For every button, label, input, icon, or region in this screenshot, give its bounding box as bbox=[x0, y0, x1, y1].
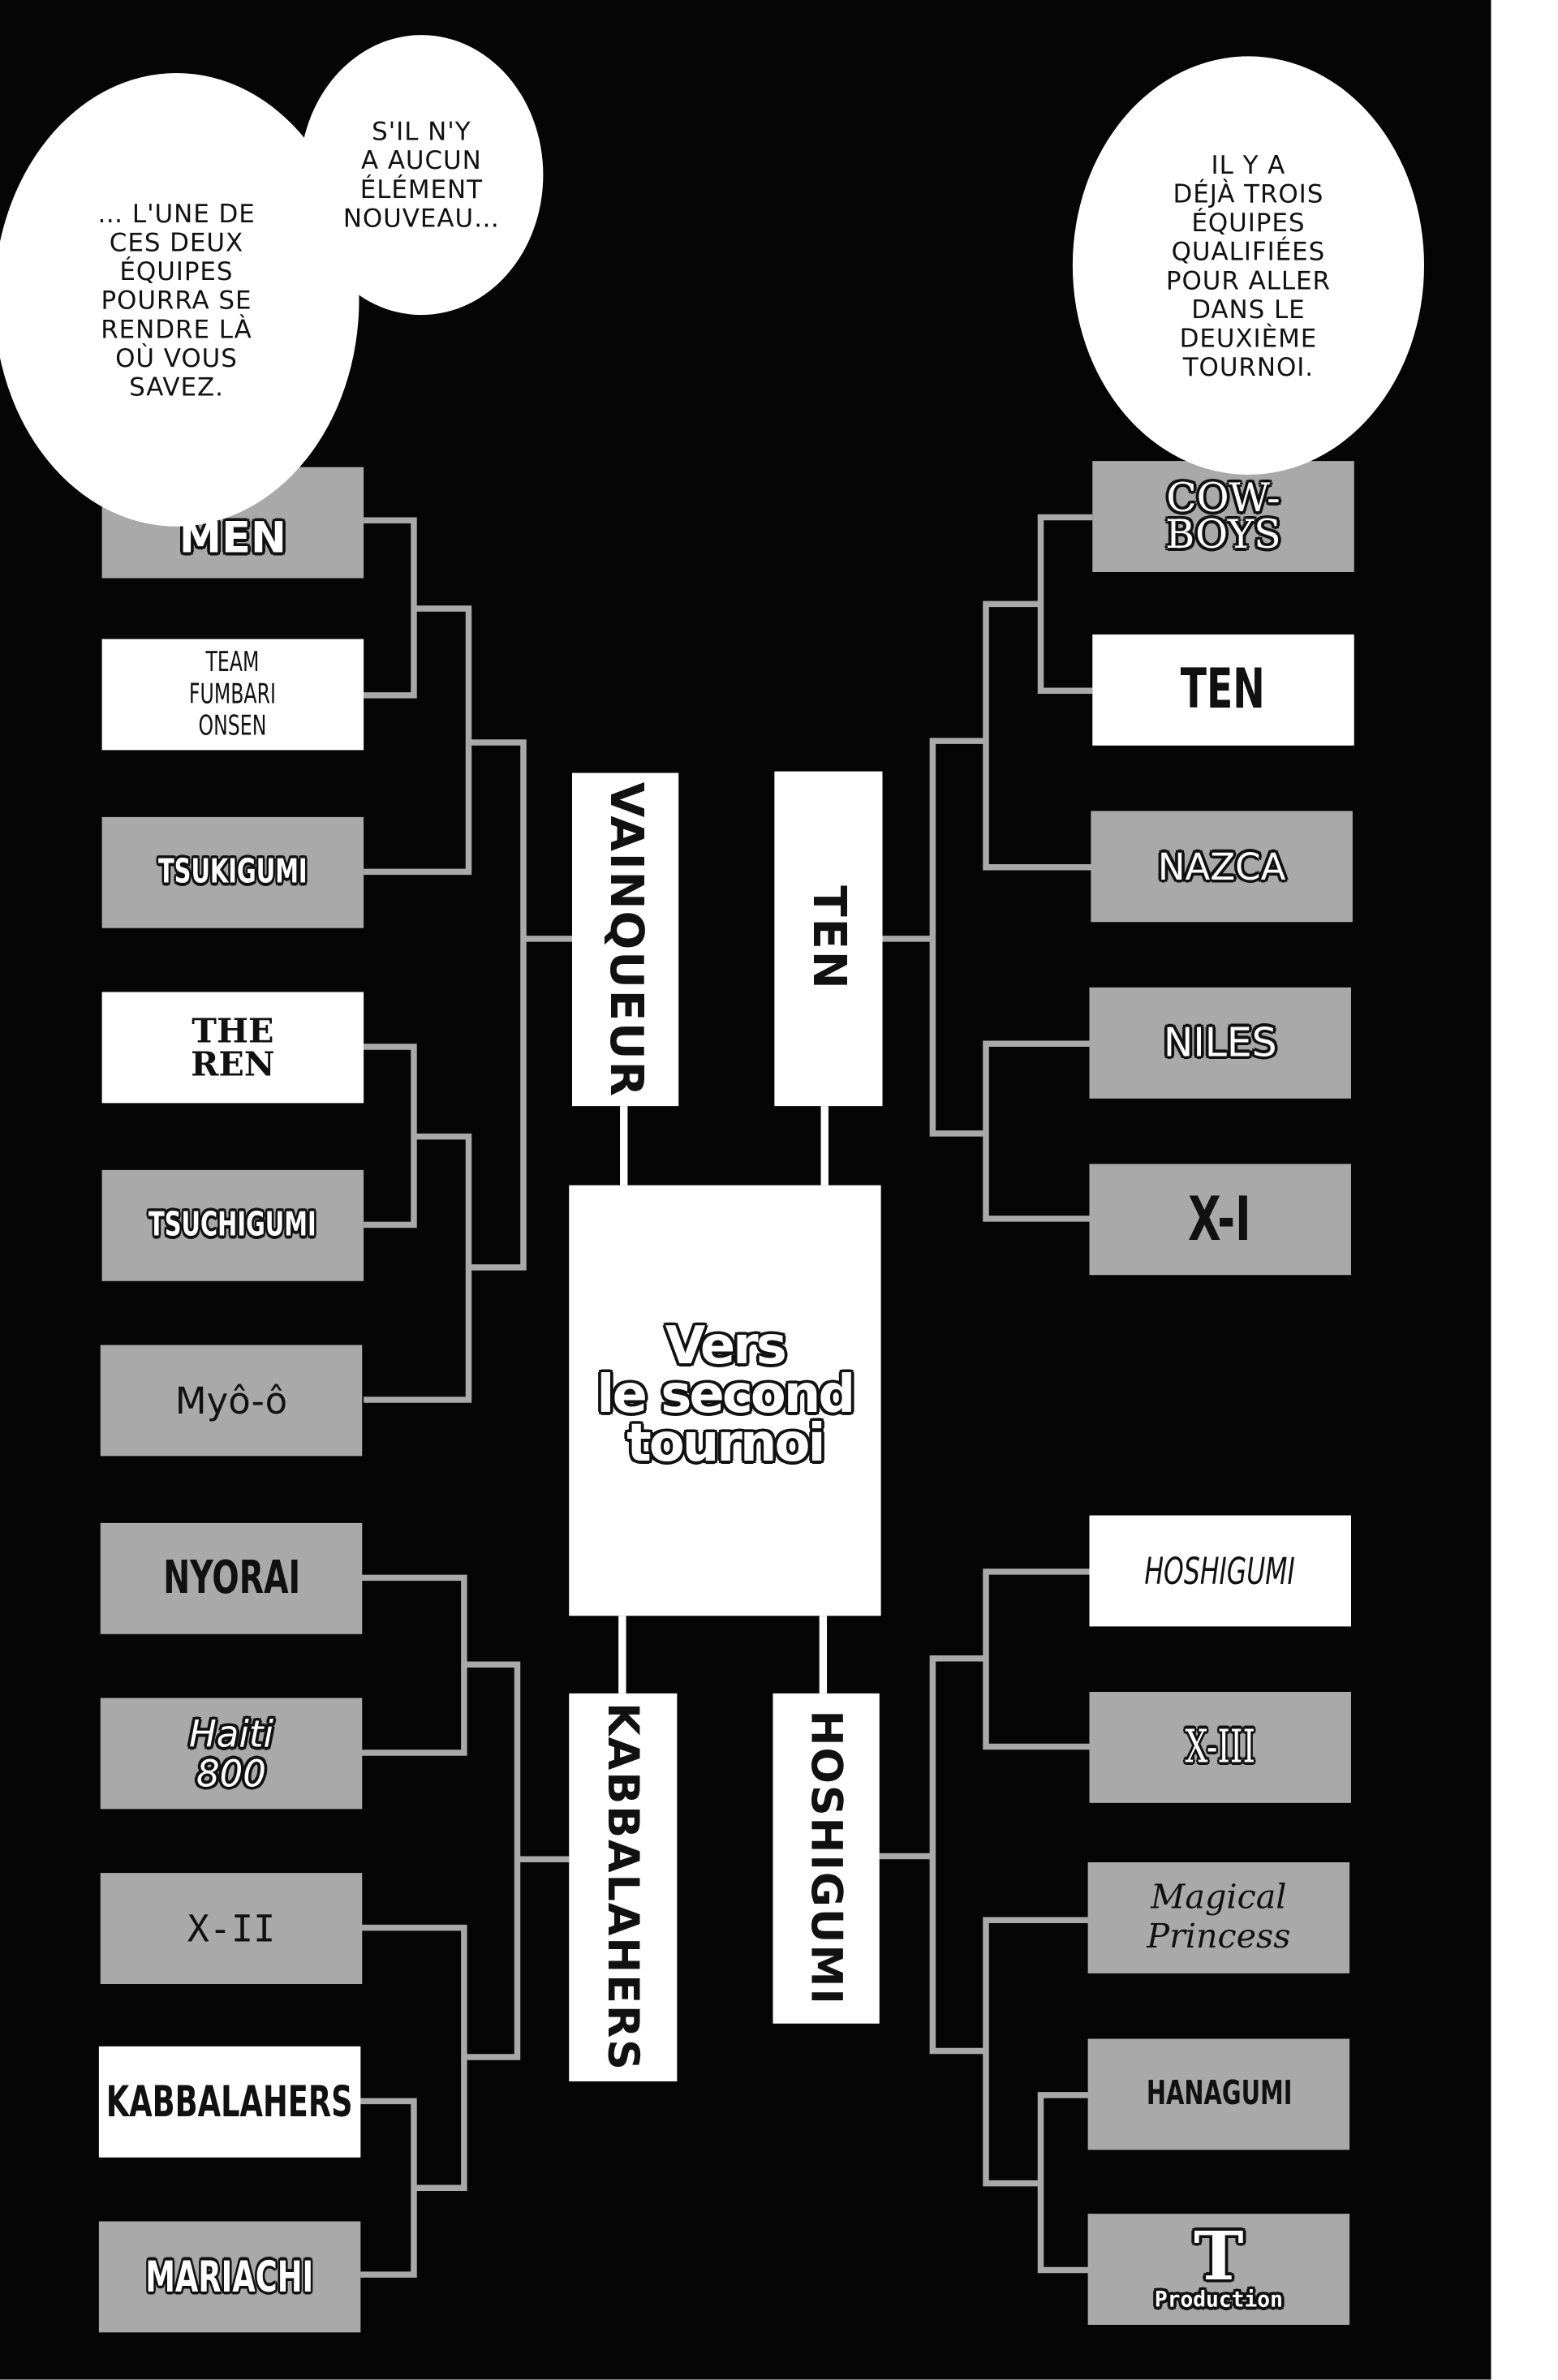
bracket-line bbox=[983, 1040, 1091, 1222]
bracket-line bbox=[983, 1569, 1090, 1750]
bracket-line bbox=[929, 1655, 986, 2055]
team-hanagumi: HANAGUMI bbox=[1087, 2038, 1350, 2150]
speech-bubble-left-small: S'IL N'Y A AUCUN ÉLÉMENT NOUVEAU… bbox=[299, 35, 544, 316]
team-nyorai: NYORAI bbox=[100, 1522, 363, 1634]
team-the-ren: THE REN bbox=[101, 992, 364, 1104]
bracket-line bbox=[1037, 2092, 1090, 2274]
t-production-logo: T bbox=[1194, 2217, 1244, 2296]
team-cowboys: COW- BOYS bbox=[1092, 461, 1354, 572]
bracket-line bbox=[360, 1574, 467, 1756]
team-tsukigumi: TSUKIGUMI bbox=[101, 816, 364, 928]
team-hoshigumi: HOSHIGUMI bbox=[1089, 1515, 1351, 1627]
bracket-line bbox=[468, 739, 527, 1271]
team-magical-princess: Magical Princess bbox=[1087, 1862, 1350, 1973]
team-kabbalahers: KABBALAHERS bbox=[98, 2046, 361, 2158]
team-mariachi: MARIACHI bbox=[98, 2221, 361, 2333]
team-x-iii: X-III bbox=[1089, 1692, 1351, 1803]
team-nazca: NAZCA bbox=[1091, 811, 1353, 923]
bracket-line bbox=[1037, 514, 1093, 694]
winner-top-right: TEN bbox=[774, 771, 883, 1107]
team-x-ii: X-II bbox=[100, 1873, 363, 1984]
speech-bubble-left-large: … L'UNE DE CES DEUX ÉQUIPES POURRA SE RE… bbox=[0, 73, 359, 527]
team-x-i: X-I bbox=[1089, 1164, 1351, 1276]
team-t-production: T Production bbox=[1087, 2214, 1350, 2325]
bracket-line bbox=[364, 517, 417, 699]
center-title: Vers le second tournoi bbox=[596, 1315, 856, 1474]
speech-bubble-right: IL Y A DÉJÀ TROIS ÉQUIPES QUALIFIÉES POU… bbox=[1072, 56, 1424, 475]
winner-top-left: VAINQUEUR bbox=[572, 773, 679, 1107]
team-tsuchigumi: TSUCHIGUMI bbox=[101, 1169, 364, 1281]
final-box: Vers le second tournoi bbox=[569, 1185, 881, 1616]
team-haiti-800: Haiti 800 bbox=[100, 1698, 363, 1810]
bracket-line bbox=[983, 600, 1093, 871]
winner-bottom-left: KABBALAHERS bbox=[569, 1693, 678, 2081]
bracket-line bbox=[929, 738, 986, 1137]
team-ten: TEN bbox=[1092, 634, 1354, 746]
bracket-line bbox=[983, 1917, 1090, 2187]
team-niles: NILES bbox=[1089, 987, 1351, 1099]
bracket-line bbox=[364, 1044, 417, 1229]
bracket-line bbox=[360, 2098, 417, 2278]
team-fumbari-onsen: TEAM FUMBARI ONSEN bbox=[101, 639, 364, 751]
bracket-line bbox=[463, 1661, 521, 2060]
winner-bottom-right: HOSHIGUMI bbox=[773, 1693, 880, 2024]
team-myo-o: Myô-ô bbox=[100, 1345, 363, 1457]
